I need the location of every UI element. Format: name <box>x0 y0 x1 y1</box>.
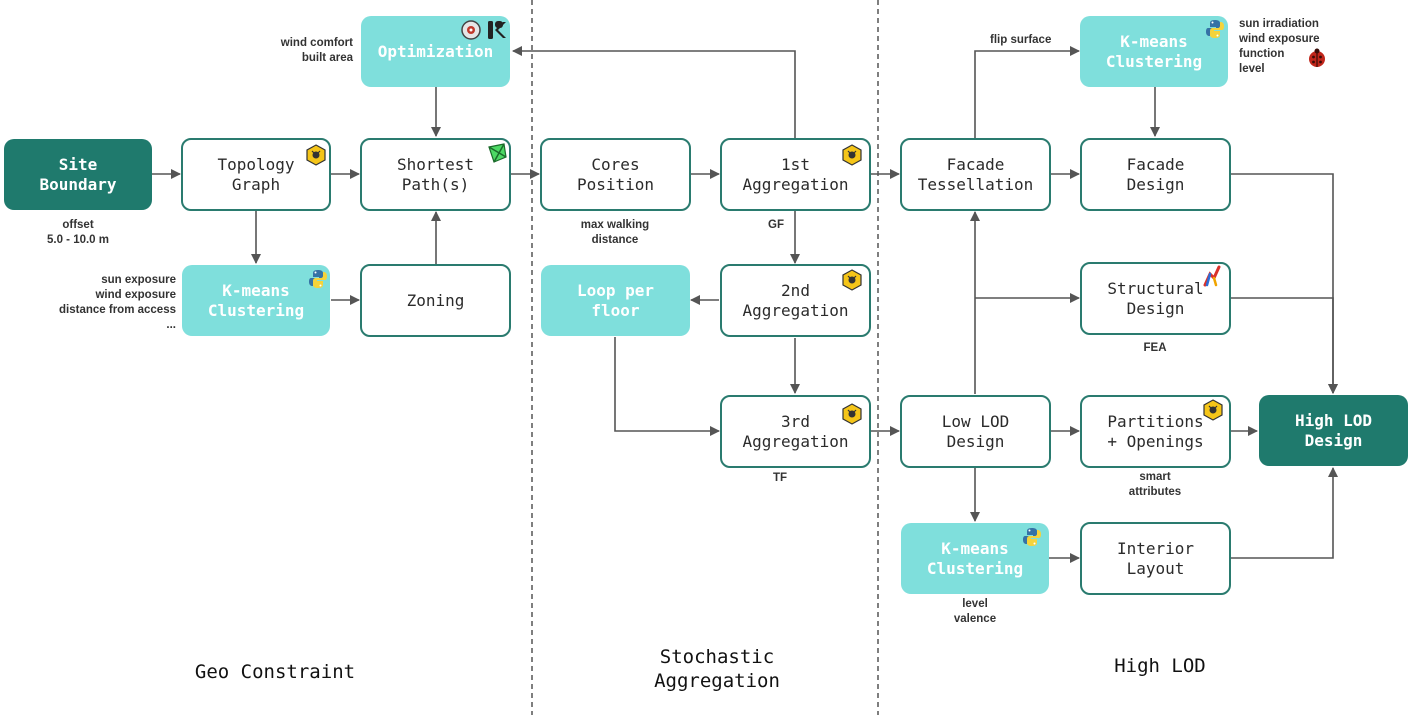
shortest-paths-label-2: Path(s) <box>401 174 470 194</box>
kmeans-interior-label-2: Clustering <box>926 558 1024 578</box>
kmeans-facade-node: K-means Clustering <box>1080 16 1228 87</box>
optimization-label: Optimization <box>377 41 494 61</box>
shortest-walk-icon <box>488 143 507 163</box>
aggregation-2nd-label-1: 2nd <box>781 280 810 300</box>
kmeans-geo-label-1: K-means <box>222 280 290 300</box>
smart-attributes-note: smart attributes <box>1128 471 1182 498</box>
interior-layout-label-2: Layout <box>1126 558 1185 578</box>
facade-design-label-1: Facade <box>1126 154 1185 174</box>
topology-graph-label-2: Graph <box>231 174 281 194</box>
facade-tessellation-node: Facade Tessellation <box>900 138 1051 211</box>
kmeans-geo-node: K-means Clustering <box>182 265 330 336</box>
aggregation-1st-label-2: Aggregation <box>742 174 849 194</box>
arrow-1st-optimization <box>512 46 796 138</box>
kmeans-facade-label-2: Clustering <box>1105 51 1203 71</box>
partitions-openings-node: Partitions + Openings <box>1080 395 1231 468</box>
aggregation-2nd-node: 2nd Aggregation <box>720 264 871 337</box>
section-title-stochastic-aggregation: Stochastic Aggregation <box>654 646 780 692</box>
kmeans-interior-label-1: K-means <box>941 538 1009 558</box>
kmeans-geo-params-note: sun exposure wind exposure distance from… <box>59 274 176 331</box>
topology-graph-node: Topology Graph <box>181 138 331 211</box>
arrow-loop-3rd <box>614 337 720 436</box>
python-icon <box>309 270 327 288</box>
optimization-params-note: wind comfort built area <box>280 37 353 64</box>
optimizer-icon <box>461 20 481 40</box>
low-lod-design-label-2: Design <box>946 431 1005 451</box>
site-boundary-node: Site Boundary <box>4 139 152 210</box>
max-walking-note: max walking distance <box>580 219 650 246</box>
low-lod-design-label-1: Low LOD <box>941 411 1010 431</box>
structural-design-label-1: Structural <box>1107 278 1204 298</box>
python-icon <box>1023 528 1041 546</box>
partitions-openings-label-1: Partitions <box>1107 411 1204 431</box>
facade-clustering-params-note: sun irradiation wind exposure function l… <box>1239 18 1320 75</box>
facade-tessellation-label-2: Tessellation <box>917 174 1034 194</box>
high-lod-design-label-1: High LOD <box>1294 410 1373 430</box>
shortest-paths-label-1: Shortest <box>396 154 475 174</box>
fea-note: FEA <box>1143 342 1167 354</box>
grasshopper-icon <box>842 144 862 166</box>
facade-design-node: Facade Design <box>1080 138 1231 211</box>
aggregation-3rd-label-1: 3rd <box>781 411 810 431</box>
grasshopper-icon <box>842 403 862 425</box>
arrow-interior-highlod <box>1231 467 1338 559</box>
facade-tessellation-label-1: Facade <box>946 154 1005 174</box>
structural-design-label-2: Design <box>1126 298 1185 318</box>
cores-position-label-1: Cores <box>591 154 640 174</box>
arrow-structural-highlod <box>1231 297 1338 394</box>
arrow-facade-highlod <box>1231 173 1338 394</box>
kmeans-facade-label-1: K-means <box>1120 31 1188 51</box>
karamba-icon <box>1203 265 1221 287</box>
aggregation-2nd-label-2: Aggregation <box>742 300 849 320</box>
low-lod-design-node: Low LOD Design <box>900 395 1051 468</box>
facade-design-label-2: Design <box>1126 174 1185 194</box>
kmeans-interior-node: K-means Clustering <box>901 523 1049 594</box>
aggregation-3rd-label-2: Aggregation <box>742 431 849 451</box>
section-title-high-lod: High LOD <box>1114 655 1206 677</box>
python-icon <box>1206 20 1224 38</box>
zoning-node: Zoning <box>360 264 511 337</box>
shortest-paths-node: Shortest Path(s) <box>360 138 511 211</box>
topology-graph-label-1: Topology <box>217 154 295 174</box>
cores-position-label-2: Position <box>576 174 655 194</box>
loop-per-floor-label-2: floor <box>591 300 640 320</box>
kmeans-geo-label-2: Clustering <box>207 300 305 320</box>
ladybug-icon <box>1309 48 1325 67</box>
gf-note: GF <box>768 219 784 231</box>
cores-position-node: Cores Position <box>540 138 691 211</box>
site-boundary-label-1: Site <box>58 154 98 174</box>
interior-layout-node: Interior Layout <box>1080 522 1231 595</box>
partitions-openings-label-2: + Openings <box>1107 431 1204 451</box>
high-lod-design-label-2: Design <box>1304 430 1363 450</box>
aggregation-1st-label-1: 1st <box>781 154 810 174</box>
site-boundary-label-2: Boundary <box>39 174 117 194</box>
zoning-label: Zoning <box>406 290 465 310</box>
offset-note: offset 5.0 - 10.0 m <box>46 219 109 246</box>
interior-layout-label-1: Interior <box>1116 538 1195 558</box>
loop-per-floor-label-1: Loop per <box>576 280 655 300</box>
arrow-tess-kmeans <box>974 46 1080 138</box>
interior-clustering-params-note: level valence <box>953 598 997 625</box>
grasshopper-icon <box>842 269 862 291</box>
structural-design-node: Structural Design <box>1080 262 1231 335</box>
flip-surface-note: flip surface <box>990 34 1052 46</box>
high-lod-design-node: High LOD Design <box>1259 395 1408 466</box>
optimization-node: Optimization <box>361 16 510 87</box>
rhino-logo-icon <box>488 21 506 39</box>
grasshopper-icon <box>1203 399 1223 421</box>
section-title-geo-constraint: Geo Constraint <box>194 661 356 683</box>
loop-per-floor-node: Loop per floor <box>541 265 690 336</box>
grasshopper-icon <box>306 144 326 166</box>
tf-note: TF <box>772 472 788 484</box>
